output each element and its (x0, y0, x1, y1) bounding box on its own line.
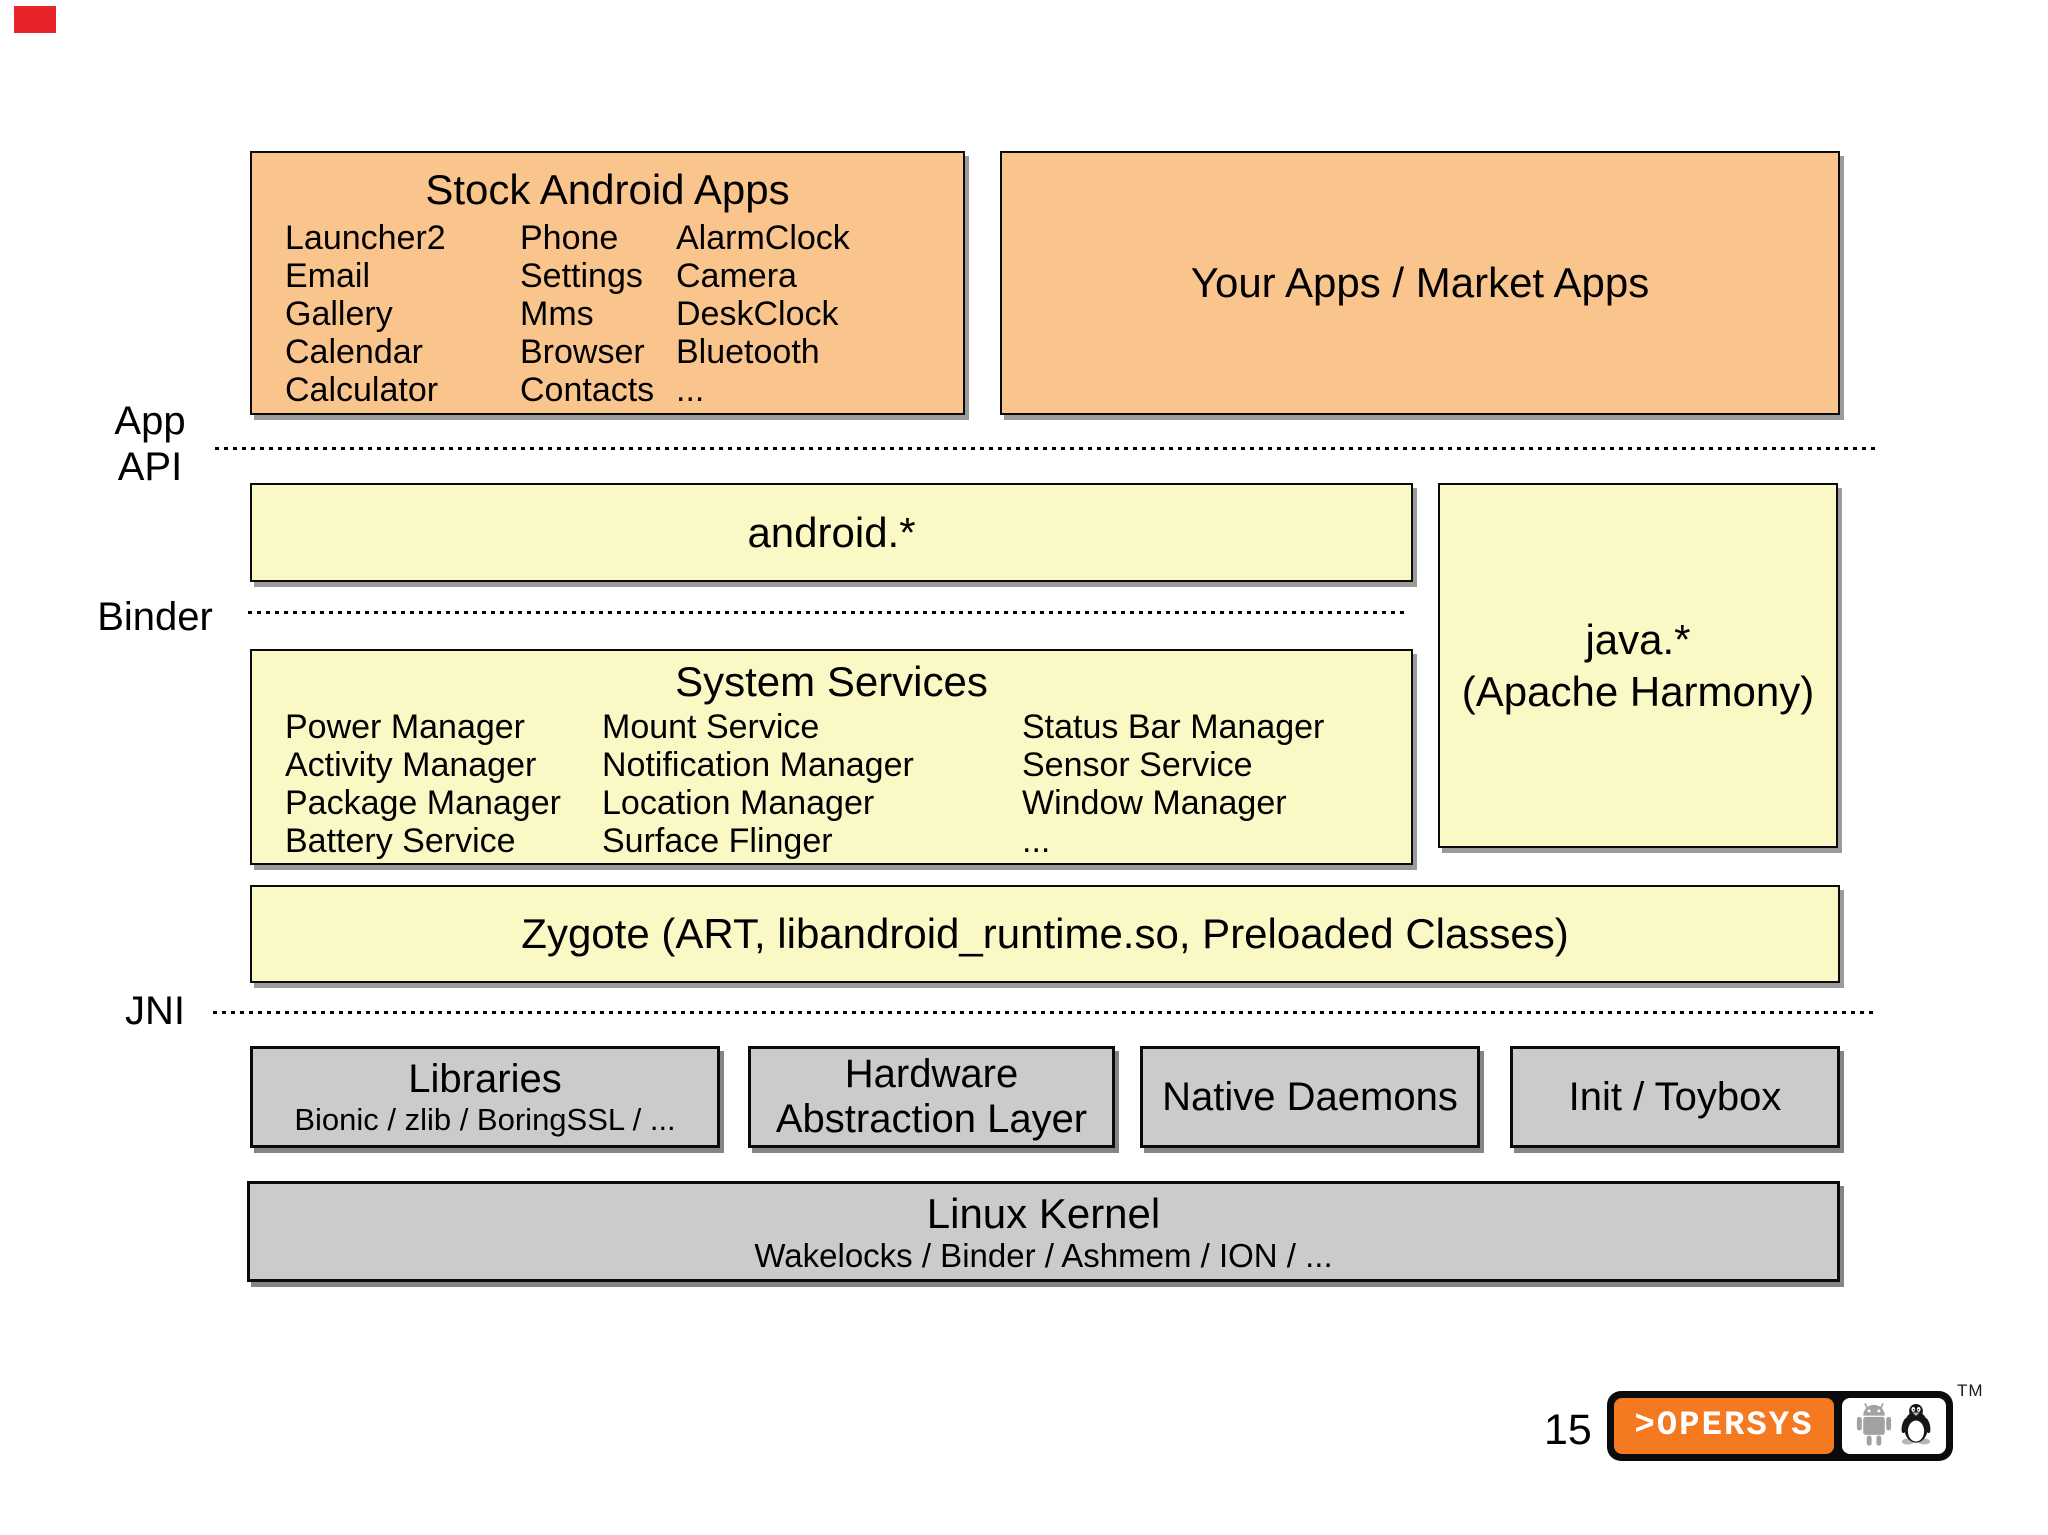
your-apps-box: Your Apps / Market Apps (1000, 151, 1840, 415)
system-service-item: ... (1022, 822, 1051, 860)
system-service-item: Window Manager (1022, 784, 1287, 822)
stock-app-item: Email (285, 257, 371, 295)
system-service-item: Surface Flinger (602, 822, 833, 860)
system-service-item: Location Manager (602, 784, 875, 822)
system-service-item: Power Manager (285, 708, 526, 746)
label-app-api-line1: App (114, 399, 186, 443)
init-toybox-box: Init / Toybox (1510, 1046, 1840, 1148)
android-api-box: android.* (250, 483, 1413, 582)
separator-jni-line (213, 1011, 1877, 1014)
separator-binder-line (248, 611, 1407, 614)
system-service-item: Mount Service (602, 708, 820, 746)
opersys-logo: >OPERSYS (1607, 1391, 1953, 1461)
libraries-box: Libraries Bionic / zlib / BoringSSL / ..… (250, 1046, 720, 1148)
stock-apps-column-2: Phone Settings Mms Browser Contacts (520, 219, 654, 409)
stock-app-item: Mms (520, 295, 594, 333)
linux-tux-icon (1898, 1401, 1934, 1452)
java-box-line1: java.* (1585, 615, 1691, 663)
linux-kernel-title: Linux Kernel (926, 1189, 1161, 1237)
linux-kernel-subtitle: Wakelocks / Binder / Ashmem / ION / ... (754, 1236, 1333, 1274)
stock-app-item: Contacts (520, 371, 655, 409)
opersys-logo-icons-panel (1842, 1398, 1946, 1454)
stock-app-item: Bluetooth (676, 333, 820, 371)
stock-android-apps-title: Stock Android Apps (425, 166, 790, 213)
label-binder: Binder (97, 595, 213, 639)
stock-app-item: ... (676, 371, 705, 409)
stock-app-item: Settings (520, 257, 643, 295)
stock-app-item: Calculator (285, 371, 439, 409)
stock-apps-column-1: Launcher2 Email Gallery Calendar Calcula… (285, 219, 446, 409)
stock-app-item: Gallery (285, 295, 393, 333)
system-services-box: System Services Power Manager Activity M… (250, 649, 1413, 865)
java-apache-harmony-box: java.* (Apache Harmony) (1438, 483, 1838, 848)
stock-app-item: Camera (676, 257, 797, 295)
zygote-box: Zygote (ART, libandroid_runtime.so, Prel… (250, 885, 1840, 983)
system-services-column-3: Status Bar Manager Sensor Service Window… (1022, 708, 1324, 860)
libraries-subtitle: Bionic / zlib / BoringSSL / ... (294, 1102, 676, 1137)
stock-app-item: AlarmClock (676, 219, 850, 257)
opersys-logo-wordmark: >OPERSYS (1614, 1398, 1834, 1454)
system-service-item: Sensor Service (1022, 746, 1253, 784)
stock-app-item: DeskClock (676, 295, 839, 333)
label-app-api: App API (85, 398, 215, 490)
libraries-title: Libraries (408, 1057, 562, 1101)
native-daemons-box: Native Daemons (1140, 1046, 1480, 1148)
system-service-item: Package Manager (285, 784, 561, 822)
system-service-item: Battery Service (285, 822, 516, 860)
page-number: 15 (1544, 1406, 1592, 1454)
system-service-item: Status Bar Manager (1022, 708, 1325, 746)
java-box-line2: (Apache Harmony) (1461, 667, 1815, 715)
stock-app-item: Browser (520, 333, 645, 371)
stock-app-item: Calendar (285, 333, 423, 371)
label-app-api-line2: API (117, 445, 183, 489)
separator-app-api-line (215, 447, 1877, 450)
stock-app-item: Launcher2 (285, 219, 446, 257)
system-service-item: Activity Manager (285, 746, 537, 784)
system-service-item: Notification Manager (602, 746, 914, 784)
slide-corner-marker (14, 6, 56, 33)
stock-apps-column-3: AlarmClock Camera DeskClock Bluetooth ..… (676, 219, 850, 409)
stock-app-item: Phone (520, 219, 619, 257)
trademark-text: TM (1957, 1381, 1984, 1400)
android-robot-icon (1855, 1401, 1893, 1452)
hal-box: Hardware Abstraction Layer (748, 1046, 1115, 1148)
stock-android-apps-box: Stock Android Apps Launcher2 Email Galle… (250, 151, 965, 415)
system-services-column-1: Power Manager Activity Manager Package M… (285, 708, 561, 860)
system-services-column-2: Mount Service Notification Manager Locat… (602, 708, 914, 860)
system-services-title: System Services (675, 658, 988, 705)
label-jni: JNI (125, 989, 185, 1033)
linux-kernel-box: Linux Kernel Wakelocks / Binder / Ashmem… (247, 1181, 1840, 1282)
